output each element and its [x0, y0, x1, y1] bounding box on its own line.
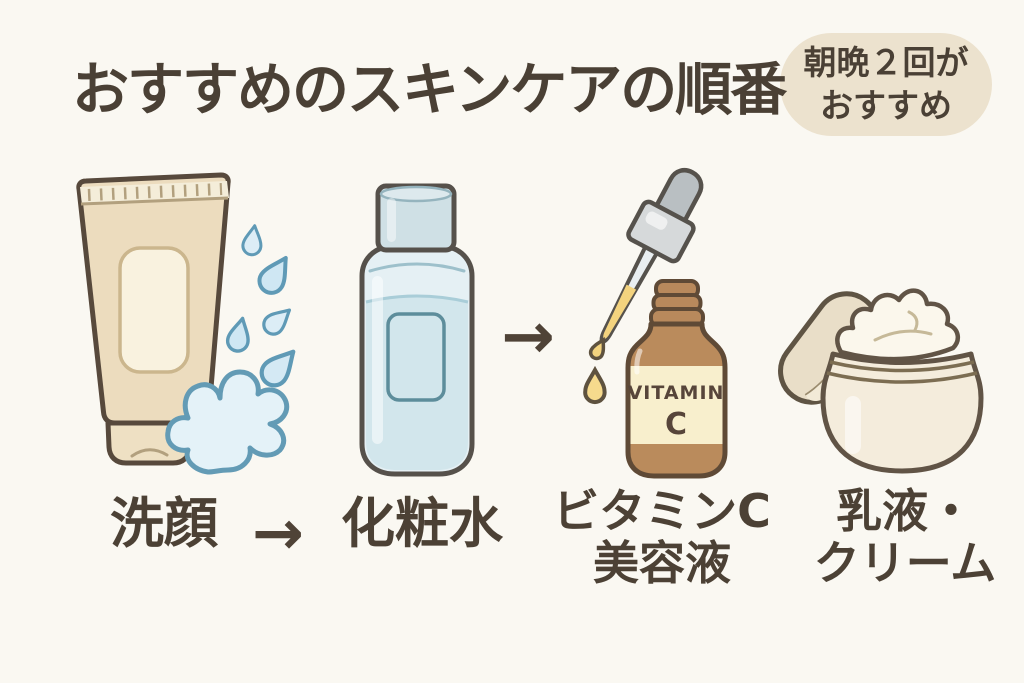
serum-label: [630, 366, 723, 444]
cream-jar-body: [820, 351, 984, 474]
badge-line-2: おすすめ: [820, 85, 952, 125]
cream-swirl-icon: [835, 288, 961, 362]
water-drop-icon: [225, 316, 250, 353]
water-drop-icon: [241, 224, 263, 257]
serum-label-text-line1: VITAMIN: [628, 382, 725, 404]
jar-thread-line: [829, 360, 975, 373]
toner-cap-top: [379, 185, 453, 203]
tube-label-window: [118, 246, 190, 374]
serum-drop-icon: [583, 365, 607, 405]
step-label-text: クリーム: [813, 535, 997, 590]
water-drop-icon: [259, 349, 296, 388]
dropper-icon: [588, 168, 704, 361]
step-label-text: ビタミンC: [553, 484, 771, 538]
badge-line-1: 朝晩２回が: [803, 43, 969, 83]
serum-bottle-shine: [634, 348, 643, 375]
tube-cap-detail: [130, 448, 169, 458]
toner-shine: [372, 276, 383, 444]
tube-crimp-line: [80, 196, 229, 206]
step-label-cleanser: 洗顔: [58, 492, 270, 555]
dropper-collar: [626, 199, 696, 264]
serum-label-text-line2: C: [665, 407, 687, 442]
arrow-icon: →: [252, 496, 304, 569]
toner-label-frame: [386, 312, 446, 402]
page-title: おすすめのスキンケアの順番: [72, 57, 787, 123]
cleanser-illustration: [76, 172, 296, 475]
step-label-text: 乳液・: [836, 484, 974, 538]
step-label-cream: 乳液・ クリーム: [798, 484, 1012, 590]
cream-jar-illustration: [778, 288, 984, 474]
water-splash-icon: [165, 369, 290, 475]
dropper-liquid: [603, 284, 637, 340]
jar-thread-line: [826, 371, 978, 384]
water-drop-icon: [262, 308, 292, 336]
step-label-toner: 化粧水: [326, 492, 518, 555]
step-label-text: 洗顔: [110, 492, 218, 555]
step-label-text: 化粧水: [341, 492, 503, 555]
serum-bottle-outline: [625, 321, 728, 479]
toner-cap-shine: [387, 198, 396, 242]
toner-illustration: [359, 183, 475, 477]
dropper-tip-drip: [588, 337, 606, 361]
recommendation-badge: 朝晩２回が おすすめ: [780, 33, 992, 136]
serum-bottle-neck: [649, 279, 705, 328]
serum-illustration: VITAMIN C: [583, 168, 728, 479]
dropper-collar-shine: [645, 211, 668, 230]
toner-shoulder-line: [368, 262, 466, 273]
jar-shine: [845, 396, 861, 454]
step-label-serum: ビタミンC 美容液: [552, 484, 772, 590]
water-drops-icon: [225, 224, 296, 388]
water-drop-icon: [257, 255, 288, 295]
step-label-text: 美容液: [593, 535, 731, 590]
arrow-icon: →: [501, 300, 555, 374]
cream-swirl-line: [907, 310, 919, 332]
cream-swirl-line: [873, 329, 933, 342]
